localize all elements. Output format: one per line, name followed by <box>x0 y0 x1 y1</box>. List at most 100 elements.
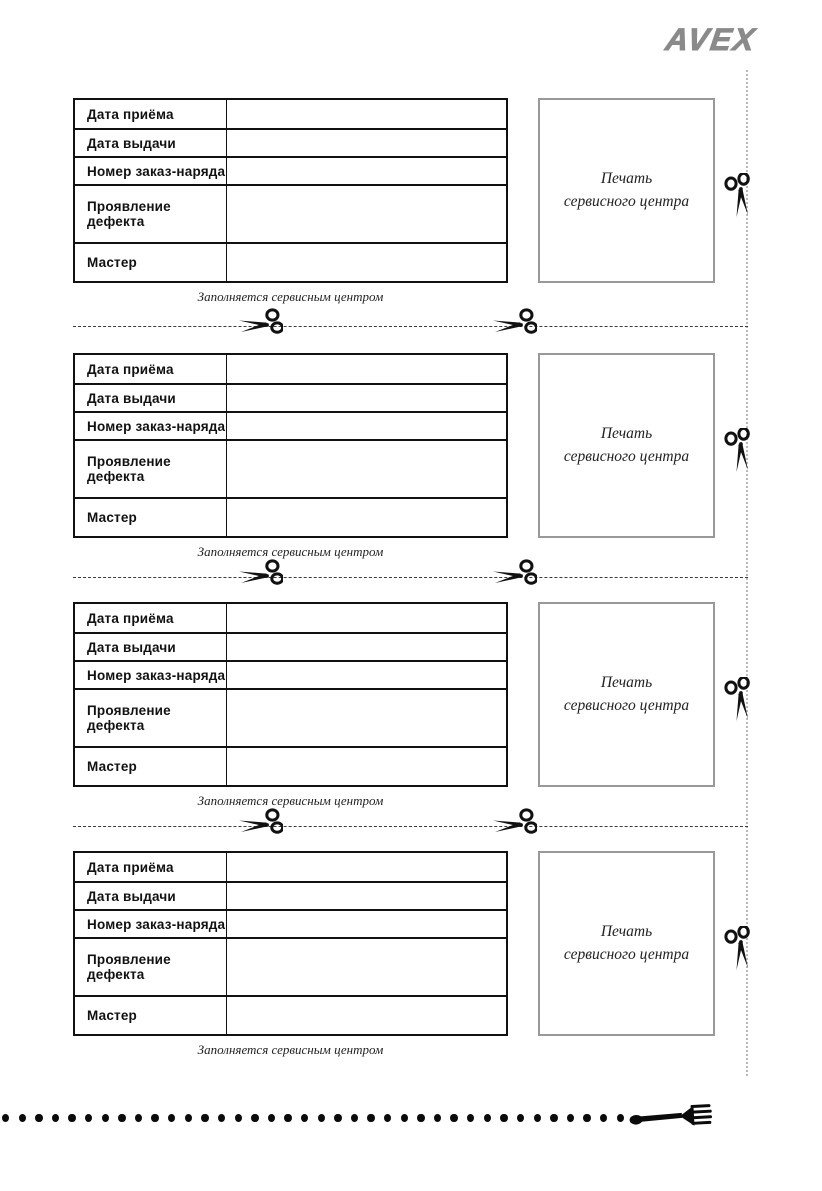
row-value-blank <box>227 690 506 746</box>
table-row: Мастер <box>75 244 506 281</box>
perforation-dot <box>18 1113 26 1123</box>
coupon-caption: Заполняется сервисным центром <box>197 1042 384 1057</box>
perforation-dot <box>267 1113 276 1123</box>
row-label: Проявление дефекта <box>75 186 227 242</box>
table-row: Проявление дефекта <box>75 939 506 997</box>
warranty-coupon: Дата приёма Дата выдачи Номер заказ-наря… <box>0 353 822 568</box>
perforation-dot <box>384 1113 392 1123</box>
perforation-dot <box>483 1113 492 1123</box>
row-value-blank <box>227 355 506 383</box>
scissors-icon <box>239 558 285 588</box>
table-row: Мастер <box>75 499 506 536</box>
stamp-line: сервисного центра <box>563 696 690 714</box>
perforation-dot <box>467 1113 475 1123</box>
row-label: Проявление дефекта <box>75 690 227 746</box>
row-value-blank <box>227 186 506 242</box>
row-label: Мастер <box>75 748 227 785</box>
perforation-dot <box>101 1113 110 1123</box>
perforation-dot <box>284 1113 292 1123</box>
row-label: Дата приёма <box>75 355 227 383</box>
row-label: Мастер <box>75 997 227 1034</box>
perforation-dot <box>334 1113 342 1123</box>
row-value-blank <box>227 939 506 995</box>
perforation-dot <box>450 1113 458 1123</box>
fork-icon <box>629 1104 712 1126</box>
perforation-dot <box>168 1113 176 1123</box>
horizontal-cut-line <box>73 559 748 585</box>
service-table: Дата приёма Дата выдачи Номер заказ-наря… <box>73 353 508 538</box>
row-label: Дата выдачи <box>75 634 227 660</box>
perforation-dot <box>300 1113 309 1123</box>
perforation-dot <box>68 1113 76 1123</box>
row-label: Номер заказ-наряда <box>75 413 227 439</box>
perforation-dot <box>599 1113 608 1123</box>
stamp-box: Печать сервисного центра <box>538 353 715 538</box>
table-row: Номер заказ-наряда <box>75 413 506 441</box>
row-label: Дата приёма <box>75 100 227 128</box>
perforation-dot <box>583 1113 591 1123</box>
table-row: Дата выдачи <box>75 883 506 911</box>
row-value-blank <box>227 413 506 439</box>
row-value-blank <box>227 385 506 411</box>
row-label: Мастер <box>75 499 227 536</box>
scissors-icon <box>239 307 285 337</box>
table-row: Дата приёма <box>75 853 506 883</box>
table-row: Дата выдачи <box>75 385 506 413</box>
stamp-line: Печать <box>600 923 653 941</box>
perforation-dot <box>417 1113 425 1123</box>
perforation-dot <box>35 1113 43 1123</box>
row-label: Номер заказ-наряда <box>75 911 227 937</box>
table-row: Номер заказ-наряда <box>75 158 506 186</box>
perforation-dots <box>2 1111 624 1125</box>
row-value-blank <box>227 911 506 937</box>
row-label: Дата приёма <box>75 853 227 881</box>
perforation-dot <box>433 1113 442 1123</box>
brand-logo: AVEX <box>663 22 759 58</box>
row-label: Проявление дефекта <box>75 441 227 497</box>
perforation-dot <box>184 1113 193 1123</box>
table-row: Проявление дефекта <box>75 690 506 748</box>
row-value-blank <box>227 158 506 184</box>
perforation-dot <box>134 1113 143 1123</box>
table-row: Дата выдачи <box>75 130 506 158</box>
table-row: Мастер <box>75 997 506 1034</box>
row-value-blank <box>227 499 506 536</box>
row-label: Дата выдачи <box>75 385 227 411</box>
table-row: Дата приёма <box>75 604 506 634</box>
scissors-icon <box>723 675 753 721</box>
service-table: Дата приёма Дата выдачи Номер заказ-наря… <box>73 602 508 787</box>
perforation-dot <box>516 1113 525 1123</box>
row-label: Дата приёма <box>75 604 227 632</box>
row-label: Номер заказ-наряда <box>75 662 227 688</box>
row-value-blank <box>227 100 506 128</box>
perforation-dot <box>2 1113 10 1123</box>
scissors-icon <box>723 924 753 970</box>
warranty-coupon: Дата приёма Дата выдачи Номер заказ-наря… <box>0 98 822 313</box>
perforation-dot <box>400 1113 409 1123</box>
table-row: Проявление дефекта <box>75 186 506 244</box>
row-value-blank <box>227 662 506 688</box>
stamp-line: Печать <box>600 425 653 443</box>
perforation-dot <box>234 1113 242 1123</box>
stamp-line: сервисного центра <box>563 945 690 963</box>
stamp-line: сервисного центра <box>563 447 690 465</box>
perforation-dot <box>500 1113 508 1123</box>
row-value-blank <box>227 130 506 156</box>
perforation-dot <box>217 1113 226 1123</box>
stamp-line: сервисного центра <box>563 192 690 210</box>
row-label: Дата выдачи <box>75 883 227 909</box>
warranty-coupon: Дата приёма Дата выдачи Номер заказ-наря… <box>0 602 822 817</box>
row-label: Мастер <box>75 244 227 281</box>
table-row: Номер заказ-наряда <box>75 662 506 690</box>
scissors-icon <box>493 307 539 337</box>
row-value-blank <box>227 441 506 497</box>
scissors-icon <box>723 426 753 472</box>
perforation-dot <box>85 1113 93 1123</box>
perforation-dot <box>118 1113 126 1123</box>
coupon-caption: Заполняется сервисным центром <box>197 544 384 559</box>
perforation-dot <box>616 1113 624 1123</box>
row-value-blank <box>227 604 506 632</box>
coupon-caption: Заполняется сервисным центром <box>197 289 384 304</box>
row-value-blank <box>227 748 506 785</box>
